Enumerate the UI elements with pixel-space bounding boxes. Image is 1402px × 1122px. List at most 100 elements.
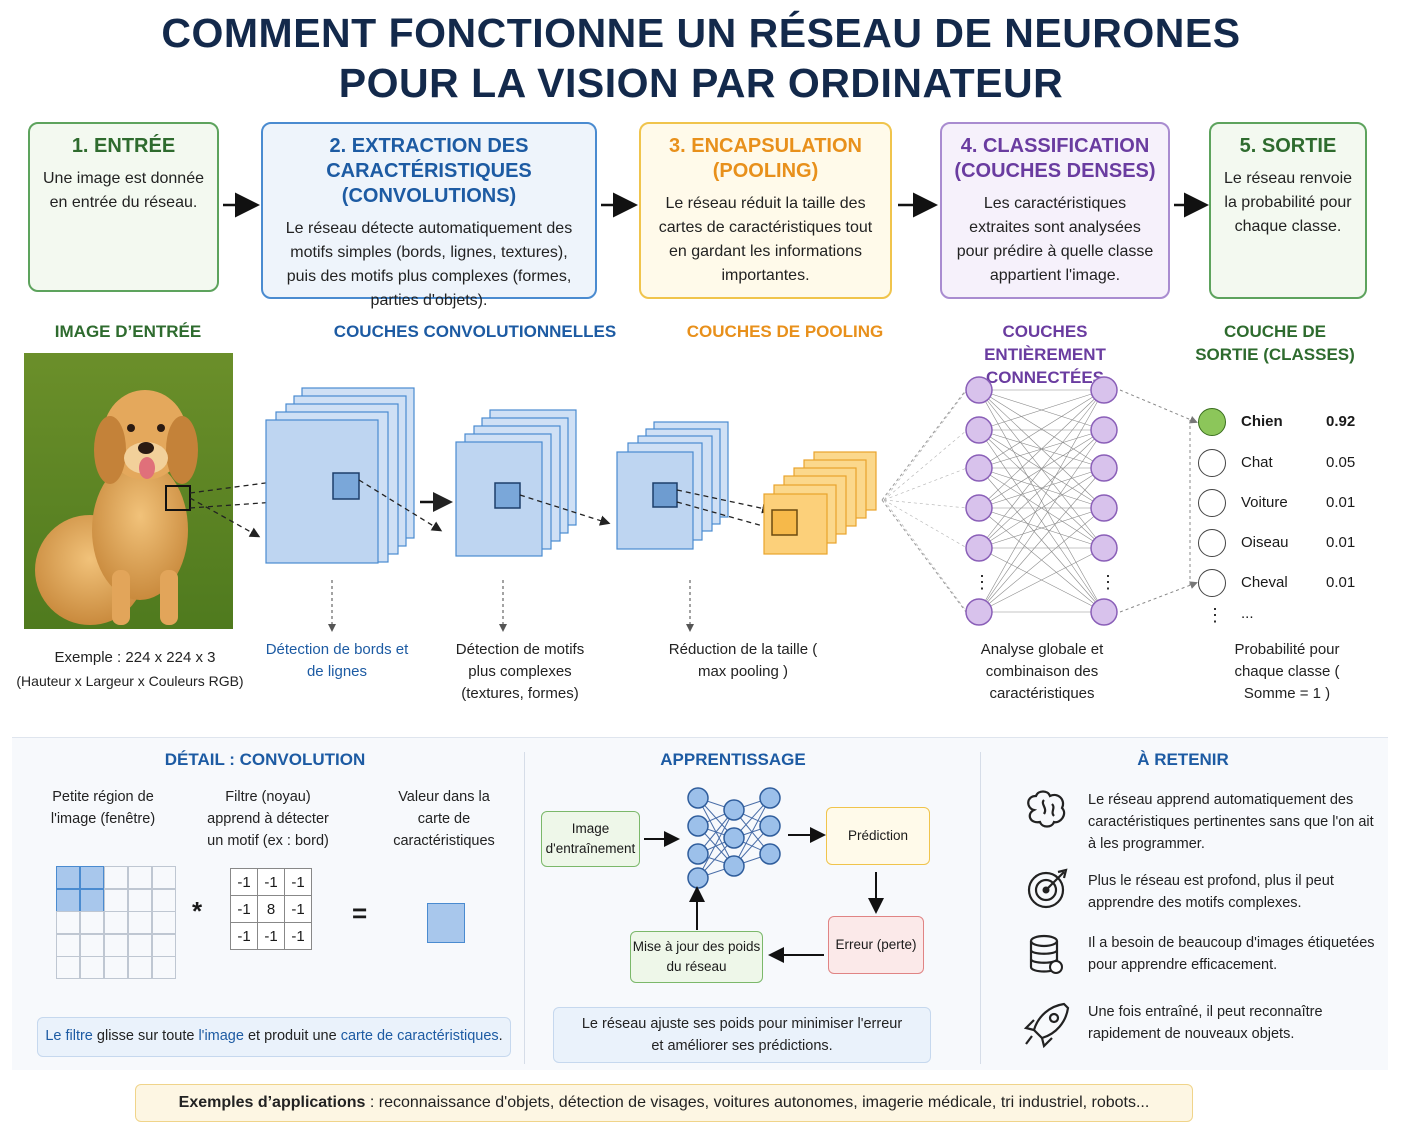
retain-item: Il a besoin de beaucoup d'images étiquet…	[1088, 935, 1375, 973]
grid-cell	[128, 911, 152, 934]
svg-text:⋮: ⋮	[1099, 572, 1117, 592]
output-class-value: 0.05	[1326, 454, 1356, 471]
conv-filter-label: Filtre (noyau) apprend à détecter un mot…	[207, 789, 329, 849]
dense-node	[1090, 376, 1118, 404]
cnn-pipeline-diagram: ⋮ ⋮ ⋮	[24, 353, 1224, 629]
step-title: 1. ENTRÉE	[71, 135, 176, 157]
retain-item: Le réseau apprend automatiquement des ca…	[1088, 792, 1374, 852]
conv-stack-1	[265, 387, 415, 564]
section-input-label: IMAGE D’ENTRÉE	[54, 322, 202, 341]
section-conv-label: COUCHES CONVOLUTIONNELLES	[333, 322, 617, 341]
dense-connections	[883, 389, 1105, 613]
dense-node	[965, 598, 993, 626]
section-dense-label: COUCHES ENTIÈREMENT CONNECTÉES	[984, 322, 1106, 387]
grid-cell	[80, 956, 104, 979]
divider	[980, 752, 981, 1064]
dense-node	[965, 494, 993, 522]
applications-label: Exemples d’applications	[178, 1094, 366, 1111]
grid-cell	[152, 888, 176, 912]
grid-cell	[104, 911, 128, 934]
pooling-caption: Réduction de la taille ( max pooling )	[668, 641, 818, 680]
conv-region-label: Petite région de l'image (fenêtre)	[50, 789, 156, 827]
multiply-operator: *	[192, 896, 203, 926]
mini-net-node	[687, 787, 709, 809]
mini-net-node	[723, 827, 745, 849]
step-title: 2. EXTRACTION DES CARACTÉRISTIQUES (CONV…	[326, 135, 532, 207]
grid-cell	[80, 866, 104, 889]
dense-caption: Analyse globale et combinaison des carac…	[980, 641, 1104, 702]
conv-detail-title: DÉTAIL : CONVOLUTION	[164, 750, 366, 769]
dense-node	[1090, 494, 1118, 522]
mini-net-node	[687, 843, 709, 865]
page-title: COMMENT FONCTIONNE UN RÉSEAU DE NEURONES	[161, 10, 1241, 56]
grid-cell	[56, 933, 80, 957]
output-node	[1198, 449, 1226, 477]
grid-cell	[56, 911, 80, 934]
step-desc: Le réseau réduit la taille des cartes de…	[658, 195, 873, 284]
learning-note: Le réseau ajuste ses poids pour minimise…	[553, 1007, 931, 1063]
grid-cell	[152, 866, 176, 889]
error-box: Erreur (perte)	[828, 916, 924, 974]
grid-cell	[152, 956, 176, 979]
edges-caption: Détection de bords et de lignes	[265, 641, 409, 680]
output-class-value: 0.01	[1326, 494, 1356, 511]
dense-node	[1090, 454, 1118, 482]
step-input: 1. ENTRÉE Une image est donnée en entrée…	[28, 122, 219, 292]
mini-net-node	[759, 843, 781, 865]
mini-net-node	[723, 855, 745, 877]
dense-node	[965, 454, 993, 482]
dense-node	[965, 376, 993, 404]
grid-cell	[80, 933, 104, 957]
grid-cell	[128, 956, 152, 979]
step-title: 5. SORTIE	[1239, 135, 1337, 157]
dense-node	[965, 534, 993, 562]
retain-icons	[1023, 790, 1070, 1048]
applications-banner: Exemples d’applications : reconnaissance…	[135, 1084, 1193, 1122]
mini-net-node	[723, 799, 745, 821]
applications-text: : reconnaissance d'objets, détection de …	[365, 1094, 1150, 1111]
dense-node	[1090, 416, 1118, 444]
step-arrows	[223, 192, 1209, 218]
section-pool-label: COUCHES DE POOLING	[686, 322, 884, 341]
output-class-label: Chat	[1241, 454, 1273, 471]
dense-node	[1090, 534, 1118, 562]
retain-item: Une fois entraîné, il peut reconnaître r…	[1088, 1004, 1323, 1042]
grid-cell	[56, 956, 80, 979]
prediction-box: Prédiction	[826, 807, 930, 865]
grid-cell	[104, 933, 128, 957]
step-pooling: 3. ENCAPSULATION (POOLING) Le réseau réd…	[639, 122, 892, 299]
grid-cell	[80, 911, 104, 934]
output-caption: Probabilité pour chaque classe ( Somme =…	[1234, 641, 1340, 702]
step-desc: Le réseau renvoie la probabilité pour ch…	[1223, 170, 1353, 235]
output-class-label: Voiture	[1241, 494, 1288, 511]
learning-title: APPRENTISSAGE	[660, 750, 806, 769]
equals-operator: =	[352, 898, 368, 928]
rocket-icon	[1023, 1002, 1070, 1048]
feature-map-value	[427, 903, 465, 943]
down-arrows	[328, 580, 694, 632]
target-icon	[1027, 868, 1068, 909]
output-class-value: 0.01	[1326, 534, 1356, 551]
conv-note: Le filtre glisse sur toute l'image et pr…	[37, 1017, 511, 1057]
output-class-label: Oiseau	[1241, 534, 1289, 551]
svg-text:⋮: ⋮	[973, 572, 991, 592]
output-class-label: Cheval	[1241, 574, 1288, 591]
output-node	[1198, 569, 1226, 597]
output-node	[1198, 489, 1226, 517]
grid-cell	[56, 866, 80, 889]
database-icon	[1029, 934, 1063, 974]
dog-image	[24, 353, 233, 629]
grid-cell	[128, 888, 152, 912]
retain-item: Plus le réseau est profond, plus il peut…	[1088, 873, 1334, 911]
grid-cell	[104, 956, 128, 979]
step-title: 3. ENCAPSULATION (POOLING)	[669, 135, 862, 182]
mini-net-node	[687, 867, 709, 889]
grid-cell	[56, 888, 80, 912]
step-desc: Le réseau détecte automatiquement des mo…	[285, 220, 573, 309]
output-class-value: 0.92	[1326, 413, 1356, 430]
input-size-caption: Exemple : 224 x 224 x 3	[54, 649, 216, 666]
output-node-active	[1198, 408, 1226, 436]
grid-cell	[104, 888, 128, 912]
step-title: 4. CLASSIFICATION (COUCHES DENSES)	[954, 135, 1156, 182]
